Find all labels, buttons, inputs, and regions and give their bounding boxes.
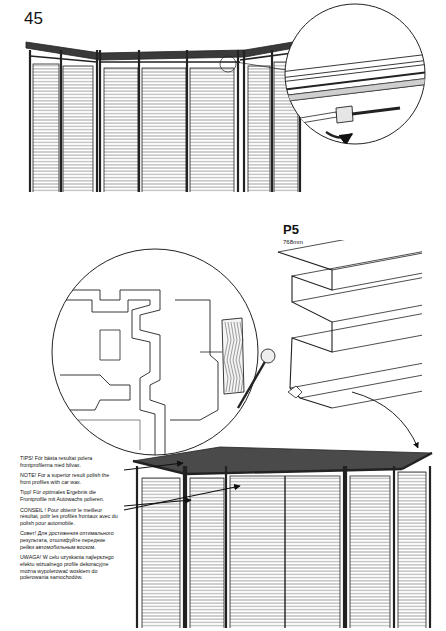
drawing-stroke: [300, 112, 337, 123]
drawing-stroke: [63, 66, 93, 192]
drawing-stroke: [280, 64, 430, 82]
drawing-stroke: [96, 50, 98, 192]
drawing-stroke: [350, 476, 390, 628]
drawing-stroke: [220, 56, 236, 72]
drawing-stroke: [290, 360, 422, 388]
drawing-stroke: [243, 50, 245, 192]
drawing-stroke: [190, 478, 224, 628]
drawing-stroke: [284, 476, 285, 628]
drawing-stroke: [60, 50, 62, 192]
drawing-stroke: [236, 62, 286, 70]
drawing-stroke: [186, 50, 188, 192]
drawing-stroke: [271, 50, 273, 192]
drawing-stroke: [60, 375, 130, 410]
drawing-stroke: [288, 386, 302, 398]
drawing-stroke: [248, 66, 270, 192]
drawing-stroke: [261, 349, 275, 363]
drawing-stroke: [336, 106, 353, 123]
drawing-stroke: [136, 466, 138, 628]
drawing-stroke: [60, 290, 165, 460]
drawing-stroke: [278, 252, 332, 408]
drawing-stroke: [300, 370, 422, 398]
drawing-stroke: [332, 294, 422, 322]
drawing-stroke: [200, 352, 222, 353]
drawing-stroke: [285, 4, 425, 144]
drawing-stroke: [352, 108, 400, 114]
drawing-stroke: [183, 466, 185, 628]
drawing-stroke: [280, 78, 430, 102]
drawing-stroke: [104, 68, 138, 192]
drawing-stroke: [278, 240, 422, 408]
tip-note: TIPS! För bästa resultat polera frontpro…: [20, 455, 120, 468]
drawing-stroke: [186, 469, 402, 474]
drawing-stroke: [222, 318, 244, 394]
drawing-stroke: [225, 466, 227, 628]
drawing-stroke: [60, 290, 244, 460]
drawing-stroke: [30, 56, 97, 62]
drawing-stroke: [398, 472, 426, 628]
tip-note: UWAGA! W celu uzyskania najlepszego efek…: [20, 554, 120, 580]
drawing-stroke: [133, 447, 432, 628]
drawing-stroke: [292, 310, 422, 338]
drawing-stroke: [60, 300, 155, 460]
drawing-stroke: [239, 322, 243, 392]
drawing-stroke: [124, 463, 183, 470]
drawing-stroke: [100, 61, 240, 63]
drawing-stroke: [26, 40, 305, 60]
tip-note: CONSEIL ! Pour obtenir le meilleur résul…: [20, 507, 120, 527]
drawing-stroke: [326, 132, 352, 138]
drawing-stroke: [429, 466, 431, 628]
drawing-stroke: [292, 274, 422, 302]
part-number: P5: [283, 223, 299, 237]
drawing-stroke: [280, 54, 430, 138]
drawing-stroke: [60, 420, 140, 450]
drawing-stroke: [343, 466, 345, 628]
drawing-stroke: [133, 447, 432, 474]
tip-note: Tipp! Für optimales Ergebnis die Frontpr…: [20, 489, 120, 502]
drawing-stroke: [124, 486, 240, 510]
drawing-stroke: [278, 240, 422, 252]
tip-note: Совет! Для достижения оптимального резул…: [20, 530, 120, 550]
drawing-stroke: [99, 50, 101, 192]
tip-note: NOTE! For a superior result polish the f…: [20, 472, 120, 485]
drawing-stroke: [142, 478, 180, 628]
drawing-stroke: [142, 68, 186, 192]
drawing-stroke: [170, 300, 218, 420]
drawing-stroke: [292, 248, 422, 276]
step-number: 45: [24, 10, 43, 29]
drawing-stroke: [138, 50, 140, 192]
drawing-stroke: [238, 360, 266, 408]
drawing-stroke: [185, 466, 187, 628]
drawing-stroke: [402, 453, 432, 469]
drawing-stroke: [33, 64, 59, 192]
drawing-stroke: [29, 50, 31, 192]
drawing-stroke: [352, 392, 418, 448]
drawing-stroke: [237, 50, 239, 192]
drawing-stroke: [345, 466, 347, 628]
drawing-stroke: [393, 466, 395, 628]
drawing-stroke: [190, 68, 234, 192]
drawing-stroke: [332, 380, 422, 408]
drawing-stroke: [100, 330, 120, 360]
tips-column: TIPS! För bästa resultat polera frontpro…: [20, 455, 120, 585]
drawing-stroke: [26, 40, 305, 192]
dimension: 768mm: [283, 239, 303, 246]
